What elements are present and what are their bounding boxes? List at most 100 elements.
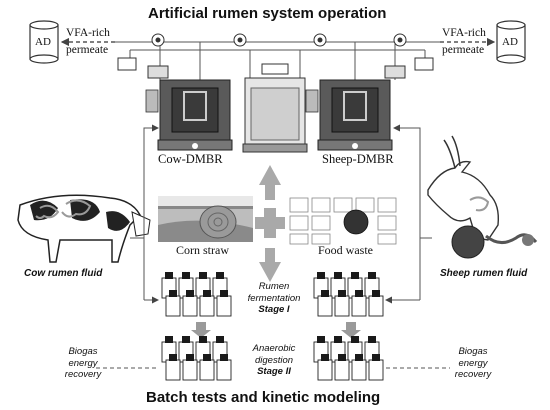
biogas-left-line2: energy xyxy=(68,357,98,369)
biogas-right-line1: Biogas xyxy=(458,346,488,357)
bottle-group xyxy=(161,272,232,317)
bottle-cap xyxy=(351,336,359,343)
reactor-cow xyxy=(145,79,233,151)
bottle-group xyxy=(161,336,232,381)
bottle-cap xyxy=(199,272,207,279)
reactor-middle xyxy=(242,63,308,153)
bottle-group xyxy=(313,336,384,381)
stage-down-arrows xyxy=(191,322,361,338)
stage2-label: Anaerobic digestion Stage II xyxy=(246,343,302,378)
pump-icons xyxy=(117,33,434,79)
batch-bottle xyxy=(182,295,198,317)
ad-tank-left xyxy=(29,20,59,64)
bottle-cap xyxy=(351,272,359,279)
batch-bottle xyxy=(368,295,384,317)
sheep-illustration xyxy=(427,135,538,259)
bottle-cap xyxy=(334,336,342,343)
batch-bottle xyxy=(199,295,215,317)
stage2-line3: Stage II xyxy=(257,366,291,377)
batch-bottle xyxy=(368,359,384,381)
bottle-cap xyxy=(317,272,325,279)
bottle-cap xyxy=(338,290,346,297)
bottle-cap xyxy=(169,290,177,297)
bottle-cap xyxy=(186,290,194,297)
bottle-cap xyxy=(372,290,380,297)
batch-bottle xyxy=(165,359,181,381)
permeate-left-line1: VFA-rich xyxy=(66,27,110,39)
bottom-title: Batch tests and kinetic modeling xyxy=(146,389,381,406)
permeate-right-line1: VFA-rich xyxy=(442,27,486,39)
cow-dmbr-label: Cow-DMBR xyxy=(158,152,223,166)
ad-tank-right xyxy=(496,20,526,64)
sheep-dmbr-label: Sheep-DMBR xyxy=(322,152,394,166)
ad-left-label: AD xyxy=(35,36,51,48)
bottle-cap xyxy=(368,272,376,279)
bottle-group xyxy=(313,272,384,317)
bottle-cap xyxy=(186,354,194,361)
top-title: Artificial rumen system operation xyxy=(148,5,387,22)
biogas-left-line1: Biogas xyxy=(68,346,98,357)
bottle-cap xyxy=(216,272,224,279)
batch-bottle-groups xyxy=(161,272,384,381)
bottle-cap xyxy=(317,336,325,343)
plus-icon xyxy=(255,208,285,238)
corn-straw-label: Corn straw xyxy=(176,243,229,257)
bottle-cap xyxy=(338,354,346,361)
cow-rumen-fluid-label: Cow rumen fluid xyxy=(24,268,103,279)
bottle-cap xyxy=(321,290,329,297)
permeate-left-line2: permeate xyxy=(66,44,109,56)
batch-bottle xyxy=(165,295,181,317)
bottle-cap xyxy=(165,272,173,279)
vertical-double-arrow xyxy=(259,165,281,282)
batch-bottle xyxy=(351,295,367,317)
bottle-cap xyxy=(355,354,363,361)
batch-bottle xyxy=(199,359,215,381)
cow-illustration xyxy=(17,194,151,263)
bottle-cap xyxy=(203,354,211,361)
biogas-right-label: Biogas energy recovery xyxy=(448,346,498,381)
biogas-right-line3: recovery xyxy=(454,369,492,380)
stage1-line2: fermentation xyxy=(247,292,301,304)
side-flow-lines xyxy=(130,124,432,304)
bottle-cap xyxy=(321,354,329,361)
stage1-line3: Stage I xyxy=(258,304,290,315)
bottle-cap xyxy=(220,354,228,361)
stage1-label: Rumen fermentation Stage I xyxy=(246,281,302,316)
bottle-cap xyxy=(216,336,224,343)
reactor-sheep xyxy=(305,79,393,151)
bottle-cap xyxy=(182,272,190,279)
bottle-cap xyxy=(203,290,211,297)
stage2-line1: Anaerobic xyxy=(252,343,296,354)
batch-bottle xyxy=(317,359,333,381)
bottle-cap xyxy=(220,290,228,297)
bottle-cap xyxy=(165,336,173,343)
bottle-cap xyxy=(199,336,207,343)
biogas-left-label: Biogas energy recovery xyxy=(58,346,108,381)
food-waste-label: Food waste xyxy=(318,243,373,257)
batch-bottle xyxy=(317,295,333,317)
batch-bottle xyxy=(216,359,232,381)
stage1-line1: Rumen xyxy=(258,281,290,292)
batch-bottle xyxy=(182,359,198,381)
food-waste-grid xyxy=(289,197,397,245)
bottle-cap xyxy=(355,290,363,297)
stage2-line2: digestion xyxy=(254,354,294,366)
corn-straw-photo xyxy=(158,196,253,242)
bottle-cap xyxy=(372,354,380,361)
batch-bottle xyxy=(351,359,367,381)
piping-network xyxy=(115,41,440,80)
bottle-cap xyxy=(334,272,342,279)
batch-bottle xyxy=(216,295,232,317)
permeate-right-line2: permeate xyxy=(442,44,485,56)
bottle-cap xyxy=(182,336,190,343)
sheep-rumen-fluid-label: Sheep rumen fluid xyxy=(440,268,528,279)
batch-bottle xyxy=(334,295,350,317)
ad-right-label: AD xyxy=(502,36,518,48)
batch-bottle xyxy=(334,359,350,381)
biogas-right-line2: energy xyxy=(458,357,488,369)
bottle-cap xyxy=(368,336,376,343)
biogas-left-line3: recovery xyxy=(64,369,102,380)
bottle-cap xyxy=(169,354,177,361)
